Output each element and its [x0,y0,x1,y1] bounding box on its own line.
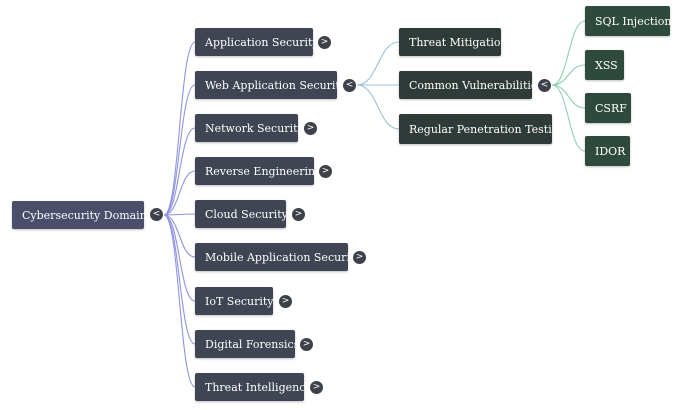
node-reverse-engineering[interactable]: Reverse Engineering [195,157,322,185]
expand-toggle-icon[interactable]: > [310,381,323,394]
node-label: Common Vulnerabilities [409,78,544,92]
node-label: CSRF [595,101,627,115]
node-label: Cloud Security [205,207,288,221]
expand-toggle-icon[interactable]: > [304,122,317,135]
node-label: SQL Injection [595,14,672,28]
node-label: IDOR [595,144,626,158]
edge-vulns-to-level3-3 [551,84,586,152]
expand-toggle-icon[interactable]: > [279,295,292,308]
node-iot-security[interactable]: IoT Security [195,287,274,315]
edge-root-to-level1-7 [163,214,196,345]
expand-toggle-icon[interactable]: > [319,165,332,178]
node-network-security[interactable]: Network Security [195,114,304,142]
expand-toggle-icon[interactable]: > [292,208,305,221]
node-sql-injection[interactable]: SQL Injection [585,6,672,36]
node-regular-penetration-testing[interactable]: Regular Penetration Testing [399,114,566,144]
edge-root-to-level1-4 [163,213,196,216]
collapse-toggle-icon[interactable]: < [343,79,356,92]
node-label: IoT Security [205,294,274,308]
node-mobile-application-security[interactable]: Mobile Application Security [195,243,361,271]
root-collapse-toggle-icon[interactable]: < [150,208,163,221]
edge-root-to-level1-0 [163,41,196,216]
node-label: Digital Forensics [205,337,300,351]
node-web-application-security[interactable]: Web Application Security [195,71,346,99]
node-csrf[interactable]: CSRF [585,93,631,123]
edge-vulns-to-level3-0 [551,20,586,86]
edge-root-to-level1-5 [163,214,196,258]
edge-root-to-level1-2 [163,127,196,216]
node-threat-intelligence[interactable]: Threat Intelligence [195,373,312,401]
edge-vulns-to-level3-1 [551,64,586,86]
node-digital-forensics[interactable]: Digital Forensics [195,330,299,358]
edge-vulns-to-level3-2 [551,84,586,109]
node-label: XSS [595,58,618,72]
edge-root-to-level1-1 [163,84,196,216]
node-label: Application Security [205,35,319,49]
root-node-label: Cybersecurity Domains [22,208,153,222]
node-idor[interactable]: IDOR [585,136,630,166]
node-application-security[interactable]: Application Security [195,28,319,56]
node-threat-mitigation[interactable]: Threat Mitigation [399,28,508,56]
expand-toggle-icon[interactable]: > [318,36,331,49]
node-xss[interactable]: XSS [585,50,624,80]
root-node[interactable]: Cybersecurity Domains [12,201,152,229]
collapse-toggle-icon[interactable]: < [538,79,551,92]
expand-toggle-icon[interactable]: > [300,338,313,351]
node-label: Mobile Application Security [205,250,361,264]
node-label: Regular Penetration Testing [409,122,566,136]
node-label: Web Application Security [205,78,347,92]
edge-root-to-level1-8 [163,214,196,388]
node-label: Reverse Engineering [205,164,323,178]
edge-root-to-level1-6 [163,214,196,302]
node-label: Threat Mitigation [409,35,508,49]
node-common-vulnerabilities[interactable]: Common Vulnerabilities [399,71,543,99]
edge-web-app-to-level2-0 [356,41,400,86]
node-label: Threat Intelligence [205,380,312,394]
node-cloud-security[interactable]: Cloud Security [195,200,288,228]
edge-root-to-level1-3 [163,170,196,216]
expand-toggle-icon[interactable]: > [353,251,366,264]
node-label: Network Security [205,121,304,135]
edge-web-app-to-level2-2 [356,84,400,130]
